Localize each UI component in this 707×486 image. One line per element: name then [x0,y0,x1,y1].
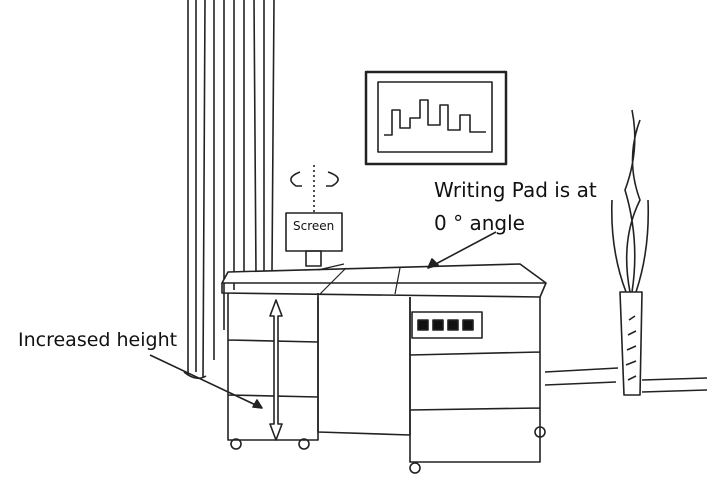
floor-line [544,367,707,393]
desk [221,263,547,474]
picture-frame [364,70,508,166]
angle-annotation: 0 ° angle [434,211,525,235]
screen-monitor [285,212,343,267]
pointer-lines [149,231,497,409]
vase [610,109,650,396]
screen-label: Screen [293,219,335,233]
height-arrow [269,299,283,441]
curtain [183,0,275,380]
writing-pad-annotation: Writing Pad is at [434,178,597,202]
increased-height-annotation: Increased height [18,329,178,351]
rotation-arrows [290,165,339,212]
